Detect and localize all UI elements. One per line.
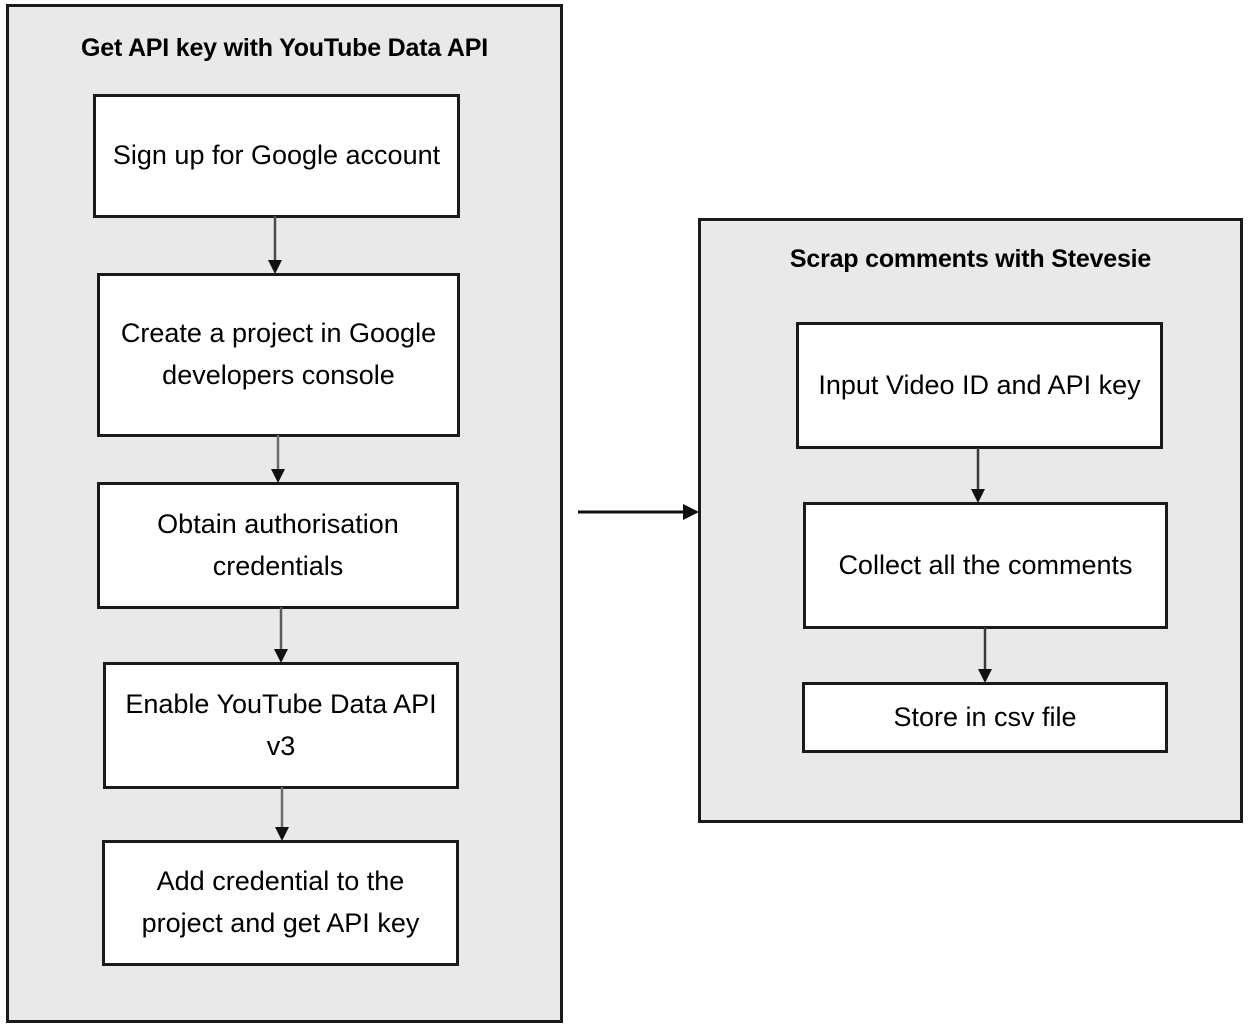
node-label: Collect all the comments [838,549,1133,580]
node-label: Input Video ID and API key [818,369,1141,400]
left-panel-title: Get API key with YouTube Data API [81,34,488,62]
arrow-obtain-to-enable [271,607,291,665]
node-collect-all-comments[interactable]: Collect all the comments [803,502,1168,629]
arrow-create-to-obtain [268,435,288,485]
arrow-enable-to-add [272,787,292,843]
node-label: Obtain authorisation credentials [157,508,399,581]
node-label: Store in csv file [893,701,1077,732]
node-input-video-id-and-api-key[interactable]: Input Video ID and API key [796,322,1163,449]
arrow-signup-to-create [265,216,285,276]
arrow-collect-to-store [975,627,995,685]
arrow-left-panel-to-right-panel [578,498,700,526]
node-label: Create a project in Google developers co… [120,318,437,390]
node-create-project-console[interactable]: Create a project in Google developers co… [97,273,460,437]
node-label: Enable YouTube Data API v3 [125,688,437,761]
node-obtain-authorisation-credentials[interactable]: Obtain authorisation credentials [97,482,459,609]
arrow-input-to-collect [968,448,988,505]
right-panel-title: Scrap comments with Stevesie [789,245,1152,273]
node-label: Add credential to the project and get AP… [141,866,420,938]
node-add-credential-get-api-key[interactable]: Add credential to the project and get AP… [102,840,459,966]
node-store-in-csv-file[interactable]: Store in csv file [802,682,1168,753]
node-enable-youtube-data-api-v3[interactable]: Enable YouTube Data API v3 [103,662,459,789]
node-label: Sign up for Google account [112,140,441,171]
node-sign-up-google-account[interactable]: Sign up for Google account [93,94,460,218]
